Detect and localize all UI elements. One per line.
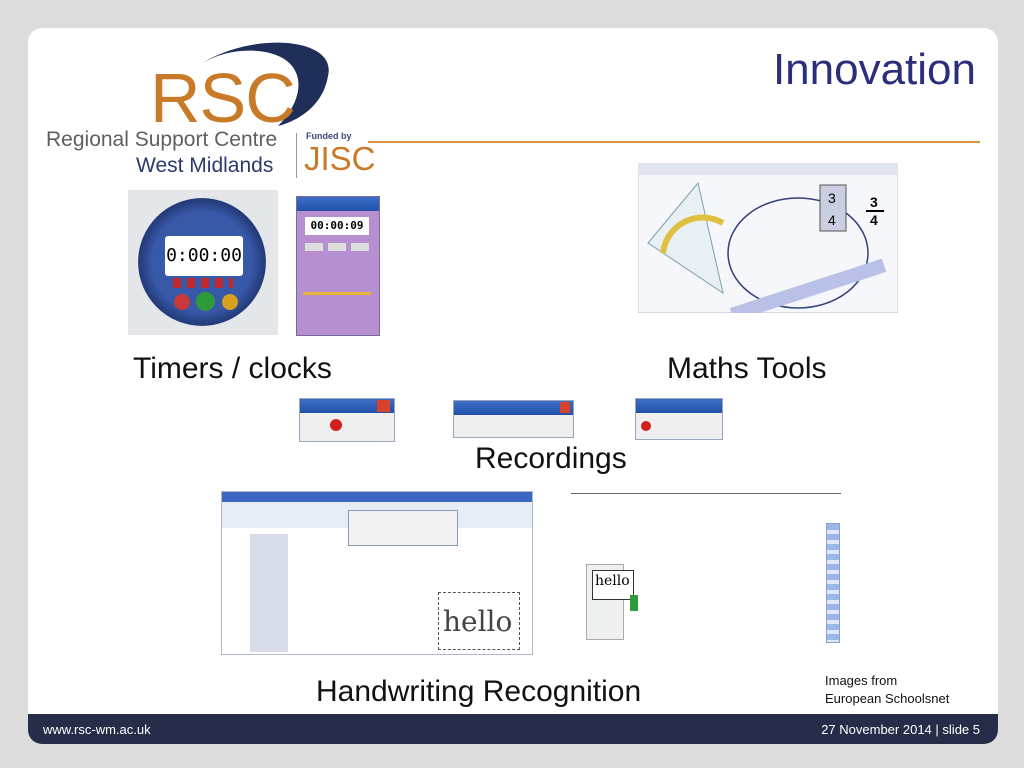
widget-titlebar [297,197,379,211]
title-rule [368,141,980,143]
clock-arrows [173,278,233,288]
recorder-toolbar-2 [453,400,574,438]
recognition-box: hello [592,570,634,600]
clock-play-icon [196,292,215,311]
maths-fraction-denom: 4 [870,212,878,228]
widget-bar [303,292,371,295]
recorder-toolbar-3 [635,398,723,440]
caption-recordings: Recordings [475,442,627,475]
recognition-indicator [630,595,638,611]
record-icon [330,419,342,431]
image-credit: Images from European Schoolsnet [825,672,949,708]
logo-rsc: RSC [150,59,296,137]
recorder-toolbar-1 [299,398,395,442]
clock-stop-icon [174,294,190,310]
footer-slide-number: slide 5 [942,722,980,737]
widget-time: 00:00:09 [305,217,369,235]
widget-buttons [305,243,369,251]
recorder-titlebar [300,399,394,413]
clock-pause-icon [222,294,238,310]
timer-clock-image: 0:00:00 [128,190,278,335]
tools-menu [348,510,458,546]
logo-jisc: JISC [304,140,376,177]
close-icon [560,402,570,413]
maths-number-bottom: 4 [828,212,836,228]
notebook-screenshot: hello [221,491,533,655]
timer-widget-image: 00:00:09 [296,196,380,336]
logo-org-line1: Regional Support Centre [46,128,278,151]
vertical-toolbar [826,523,840,643]
slide-title: Innovation [772,45,976,94]
footer-bar: www.rsc-wm.ac.uk 27 November 2014 | slid… [28,714,998,744]
footer-date-slide: 27 November 2014 | slide 5 [821,722,980,737]
record-icon [641,421,651,431]
notebook-palette [250,534,288,652]
logo-funded-by: Funded by [306,131,352,141]
close-icon [377,400,390,412]
credit-line2: European Schoolsnet [825,691,950,706]
notebook-titlebar [222,492,532,502]
logo-divider [296,133,297,178]
footer-separator: | [935,722,939,737]
clock-time: 0:00:00 [165,236,243,276]
recognition-word: hello [595,573,630,589]
maths-tools-image: 3 4 3 4 [638,163,898,313]
handwriting-word: hello [443,605,513,638]
logo-org-line2: West Midlands [136,154,274,177]
maths-fraction: 3 [870,194,878,210]
caption-maths-tools: Maths Tools [667,352,827,385]
footer-url[interactable]: www.rsc-wm.ac.uk [43,722,151,737]
recorder-titlebar [636,399,722,413]
credit-line1: Images from [825,673,898,688]
maths-number-top: 3 [828,190,836,206]
recorder-titlebar [454,401,573,415]
slide: RSC Regional Support Centre West Midland… [28,28,998,744]
caption-timers: Timers / clocks [133,352,332,385]
handwriting-selection: hello [438,592,520,650]
caption-handwriting: Handwriting Recognition [316,675,642,708]
divider-line [571,493,841,494]
logo-swoosh [198,42,329,126]
footer-date: 27 November 2014 [821,722,932,737]
